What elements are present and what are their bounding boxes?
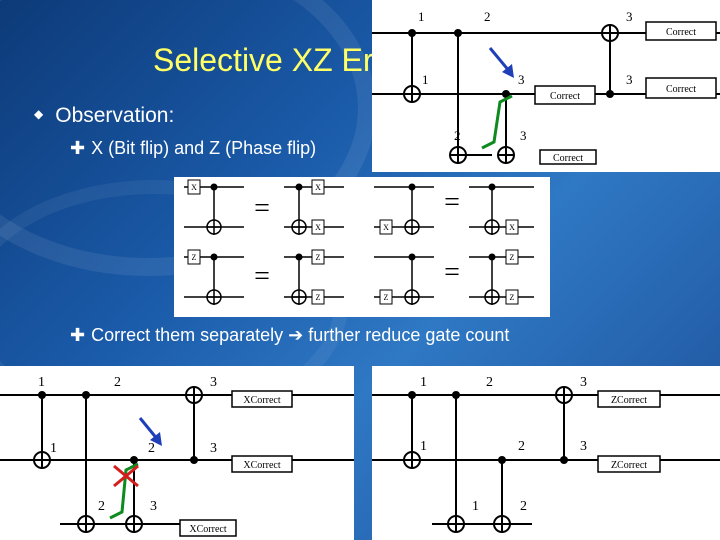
- z-gate-label: Z: [510, 253, 515, 262]
- correct-box-label: Correct: [666, 84, 696, 95]
- wire-label: 1: [420, 375, 427, 390]
- bullet-text: X (Bit flip) and Z (Phase flip): [91, 138, 317, 158]
- bullet-xz: ✚X (Bit flip) and Z (Phase flip): [70, 138, 316, 159]
- wire-label: 2: [486, 375, 493, 390]
- bullet-text: Observation:: [55, 104, 175, 127]
- circuit-z-panel: 1 2 3 1 2 3 1 2 ZCorrect ZCorrect: [372, 366, 720, 540]
- z-gate-label: Z: [510, 293, 515, 302]
- wire-label: 1: [50, 441, 57, 456]
- z-gate-label: Z: [316, 293, 321, 302]
- equals-sign: =: [444, 257, 460, 288]
- wire-label: 2: [520, 499, 527, 514]
- zcorrect-box-label: ZCorrect: [611, 395, 647, 406]
- x-gate-label: X: [191, 183, 197, 192]
- z-gate-label: Z: [316, 253, 321, 262]
- bullet-text: Correct them separately: [91, 325, 289, 345]
- bullet-text: further reduce gate count: [303, 325, 510, 345]
- identity-diagram: X X X X X Z Z Z Z Z Z = = = =: [184, 179, 534, 305]
- xcorrect-box-label: XCorrect: [243, 395, 280, 406]
- wire-label: 1: [472, 499, 479, 514]
- error-arrow-icon: [488, 47, 512, 73]
- equals-sign: =: [444, 187, 460, 218]
- wire-label: 1: [420, 439, 427, 454]
- x-gate-label: X: [315, 183, 321, 192]
- x-gate-label: X: [509, 223, 515, 232]
- wire-label: 3: [210, 375, 217, 390]
- z-gate-label: Z: [192, 253, 197, 262]
- circuit-x-diagram: 1 2 3 1 2 3 2 3 XCorrect XCorrect XCorre…: [0, 375, 354, 537]
- wire-label: 3: [210, 441, 217, 456]
- equals-sign: =: [254, 261, 270, 292]
- swap-path-icon: [481, 94, 513, 150]
- wire-label: 3: [580, 375, 587, 390]
- zcorrect-box-label: ZCorrect: [611, 460, 647, 471]
- wire-label: 2: [484, 9, 491, 24]
- circuit-top-diagram: 1 2 3 1 3 3 2 3 Correct Correct Correct …: [372, 9, 720, 165]
- wire-label: 1: [418, 9, 425, 24]
- wire-label: 3: [150, 499, 157, 514]
- correct-box-label: Correct: [553, 153, 583, 164]
- wire-label: 2: [148, 441, 155, 456]
- error-arrowhead-icon: [502, 64, 514, 78]
- bullet-marker: ◆: [34, 107, 44, 121]
- slide-title: Selective XZ Er: [153, 42, 374, 78]
- circuit-z-diagram: 1 2 3 1 2 3 1 2 ZCorrect ZCorrect: [372, 375, 720, 533]
- error-arrowhead-icon: [150, 432, 162, 446]
- x-gate-label: X: [383, 223, 389, 232]
- x-gate-label: X: [315, 223, 321, 232]
- wire-label: 2: [114, 375, 121, 390]
- wire-label: 2: [518, 439, 525, 454]
- equals-sign: =: [254, 193, 270, 224]
- bullet-correct-separately: ✚Correct them separately ➔ further reduc…: [70, 325, 509, 346]
- cancel-cross-icon: [113, 464, 139, 488]
- wire-label: 2: [454, 128, 461, 143]
- identity-panel: X X X X X Z Z Z Z Z Z = = = =: [174, 177, 550, 317]
- wire-label: 1: [422, 72, 429, 87]
- wire-label: 3: [626, 72, 633, 87]
- wire-label: 3: [520, 128, 527, 143]
- swap-path-icon: [109, 462, 139, 520]
- xcorrect-box-label: XCorrect: [189, 524, 226, 535]
- bullet-observation: ◆ Observation:: [34, 104, 174, 128]
- correct-box-label: Correct: [550, 91, 580, 102]
- arrow-icon: ➔: [288, 325, 304, 345]
- circuit-top-panel: 1 2 3 1 3 3 2 3 Correct Correct Correct …: [372, 0, 720, 172]
- wire-label: 3: [580, 439, 587, 454]
- z-gate-label: Z: [384, 293, 389, 302]
- sub-bullet-marker: ✚: [70, 325, 86, 345]
- wire-label: 1: [38, 375, 45, 390]
- wire-label: 2: [98, 499, 105, 514]
- circuit-x-panel: 1 2 3 1 2 3 2 3 XCorrect XCorrect XCorre…: [0, 366, 354, 540]
- sub-bullet-marker: ✚: [70, 138, 86, 158]
- wire-label: 3: [518, 72, 525, 87]
- correct-box-label: Correct: [666, 27, 696, 38]
- wire-label: 3: [626, 9, 633, 24]
- xcorrect-box-label: XCorrect: [243, 460, 280, 471]
